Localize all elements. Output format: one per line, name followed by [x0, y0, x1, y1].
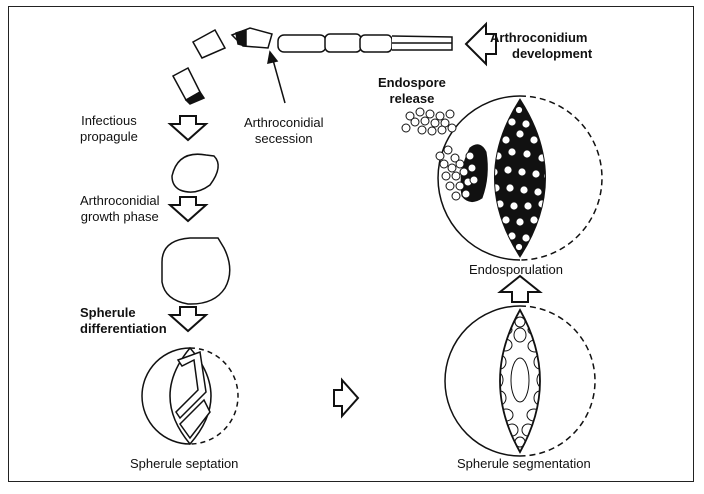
- endosporulation-label: Endosporulation: [469, 262, 563, 277]
- endospore-release-label: Endospore release: [378, 75, 446, 106]
- arthroconidium-development-label: Arthroconidium development: [490, 30, 593, 61]
- spherule-septation-label: Spherule septation: [130, 456, 239, 471]
- down-arrow-icon: [167, 115, 209, 142]
- young-spherule: [171, 153, 219, 193]
- down-arrow-icons: [167, 115, 209, 333]
- spherule-differentiation-label: Spherule differentiation: [80, 305, 167, 336]
- growing-spherule: [161, 237, 231, 305]
- segmented-spherule: [444, 305, 596, 457]
- released-endospores: [401, 107, 479, 201]
- hyphae-chain: [191, 27, 453, 59]
- secession-pointer-arrow: [267, 50, 286, 104]
- down-arrow-icon: [167, 196, 209, 223]
- down-arrow-icon: [167, 306, 209, 333]
- septating-spherule: [141, 346, 239, 446]
- arthroconidial-growth-phase-label: Arthroconidial growth phase: [80, 193, 160, 224]
- arthroconidial-secession-label: Arthroconidial secession: [244, 115, 324, 146]
- development-arrow-icon: [464, 21, 497, 67]
- spherule-segmentation-label: Spherule segmentation: [457, 456, 591, 471]
- right-arrow-icon: [333, 377, 360, 419]
- arthroconidium: [171, 66, 206, 105]
- infectious-propagule-label: Infectious propagule: [80, 113, 138, 144]
- up-arrow-icon: [497, 274, 543, 303]
- endosporulating-spherule: [437, 95, 603, 261]
- figure-frame: [8, 6, 694, 482]
